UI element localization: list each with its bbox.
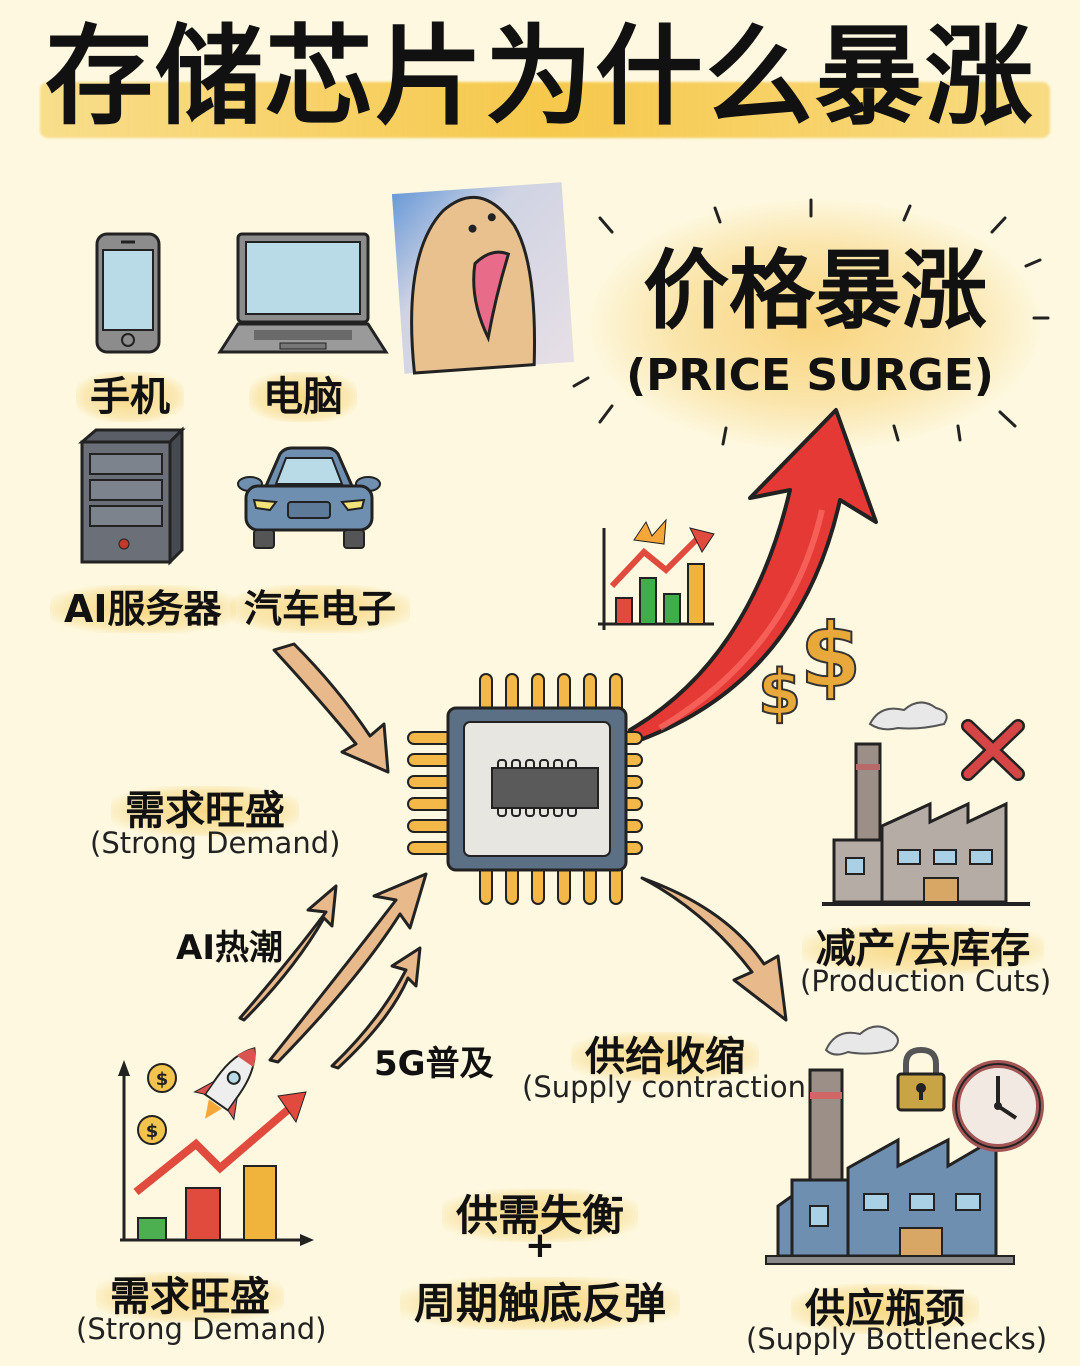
- device-label-phone: 手机: [70, 364, 190, 422]
- strong-demand-top-subtitle: (Strong Demand): [90, 826, 341, 860]
- padlock-icon: [896, 1046, 946, 1112]
- rising-chart-icon: [598, 518, 715, 630]
- strong-demand-bottom-subtitle: (Strong Demand): [76, 1312, 327, 1346]
- demand-growth-chart-icon: $ $: [118, 1047, 314, 1246]
- car-icon: [236, 446, 382, 556]
- price-up-arrow-icon: [628, 408, 878, 742]
- server-icon: [77, 426, 186, 568]
- driver-arrows-icon: [238, 872, 428, 1070]
- svg-text:$: $: [146, 1121, 159, 1142]
- device-label-auto: 汽车电子: [230, 578, 411, 633]
- demand-inflow-arrow-icon: [272, 642, 390, 774]
- strong-demand-bottom-title: 需求旺盛: [95, 1264, 285, 1322]
- imbalance-plus: +: [524, 1225, 556, 1266]
- smartphone-icon: [95, 232, 161, 358]
- price-surge-glow: [590, 200, 1040, 450]
- price-surge-subtitle: (PRICE SURGE): [626, 350, 994, 401]
- sunburst-rays-icon: [572, 198, 1050, 446]
- dollar-icon-large: $: [799, 603, 862, 708]
- imbalance-line1: 供需失衡: [420, 1182, 660, 1243]
- supply-contraction-title: 供给收缩: [550, 1024, 780, 1082]
- laptop-icon: [217, 232, 389, 361]
- svg-text:$: $: [156, 1069, 169, 1090]
- memory-chip-icon: [407, 673, 643, 905]
- shocked-face-image: [391, 182, 575, 375]
- supply-outflow-arrow-icon: [640, 876, 788, 1022]
- supply-bottlenecks-subtitle: (Supply Bottlenecks): [746, 1322, 1048, 1356]
- price-surge-title: 价格暴涨: [643, 241, 987, 341]
- device-label-pc: 电脑: [238, 364, 368, 422]
- supply-contraction-subtitle: (Supply contraction): [522, 1070, 818, 1104]
- production-cuts-title: 减产/去库存: [800, 916, 1046, 974]
- device-label-ai-server: AI服务器: [50, 578, 236, 633]
- factory-supply-bottleneck-icon: [765, 1025, 1015, 1265]
- cancel-x-icon: [961, 719, 1025, 781]
- supply-bottlenecks-title: 供应瓶颈: [790, 1276, 980, 1334]
- clock-icon: [952, 1060, 1044, 1152]
- page-title: 存储芯片为什么暴涨: [44, 15, 1035, 140]
- dollar-icon-small: $: [757, 655, 802, 730]
- imbalance-line2: 周期触底反弹: [400, 1270, 681, 1331]
- driver-ai-label: AI热潮: [176, 928, 283, 968]
- strong-demand-top-title: 需求旺盛: [95, 778, 315, 836]
- production-cuts-subtitle: (Production Cuts): [800, 964, 1052, 998]
- title-highlight: [40, 82, 1050, 138]
- driver-5g-label: 5G普及: [374, 1044, 494, 1084]
- factory-production-cuts-icon: [822, 701, 1030, 906]
